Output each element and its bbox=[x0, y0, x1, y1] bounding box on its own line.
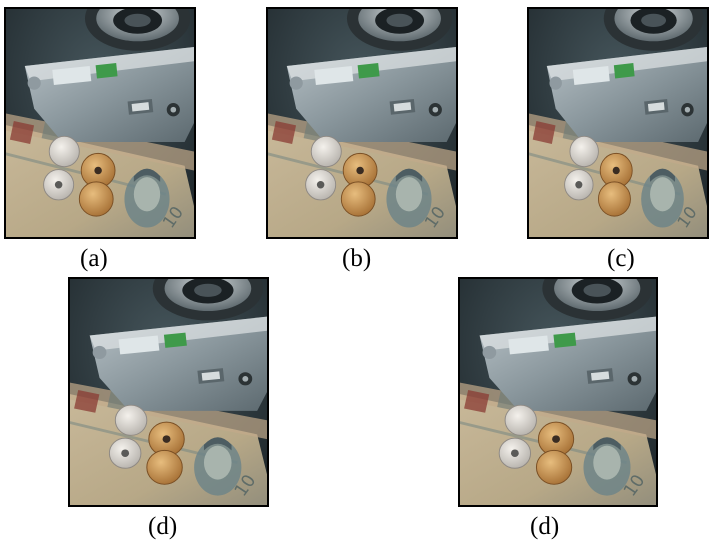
panel-caption: (b) bbox=[342, 245, 372, 272]
photo-image: 10 bbox=[527, 7, 709, 239]
photo-illustration: 10 bbox=[529, 9, 707, 237]
panel-caption: (d) bbox=[530, 513, 560, 540]
figure-panel-d-left: 10 (d) bbox=[68, 277, 269, 540]
photo-illustration: 10 bbox=[70, 279, 267, 505]
photo-image: 10 bbox=[68, 277, 269, 507]
photo-image: 10 bbox=[266, 7, 458, 239]
panel-caption: (d) bbox=[148, 513, 178, 540]
photo-illustration: 10 bbox=[6, 9, 194, 237]
figure-panel-c: 10 (c) bbox=[527, 7, 709, 290]
panel-caption: (c) bbox=[607, 245, 635, 272]
figure-panel-b: 10 (b) bbox=[266, 7, 458, 290]
photo-illustration: 10 bbox=[460, 279, 656, 505]
photo-image: 10 bbox=[4, 7, 196, 239]
photo-image: 10 bbox=[458, 277, 658, 507]
figure-panel-d-right: 10 (d) bbox=[458, 277, 658, 540]
photo-illustration: 10 bbox=[268, 9, 456, 237]
panel-caption: (a) bbox=[80, 245, 108, 272]
figure-panel-a: 10 (a) bbox=[4, 7, 196, 290]
